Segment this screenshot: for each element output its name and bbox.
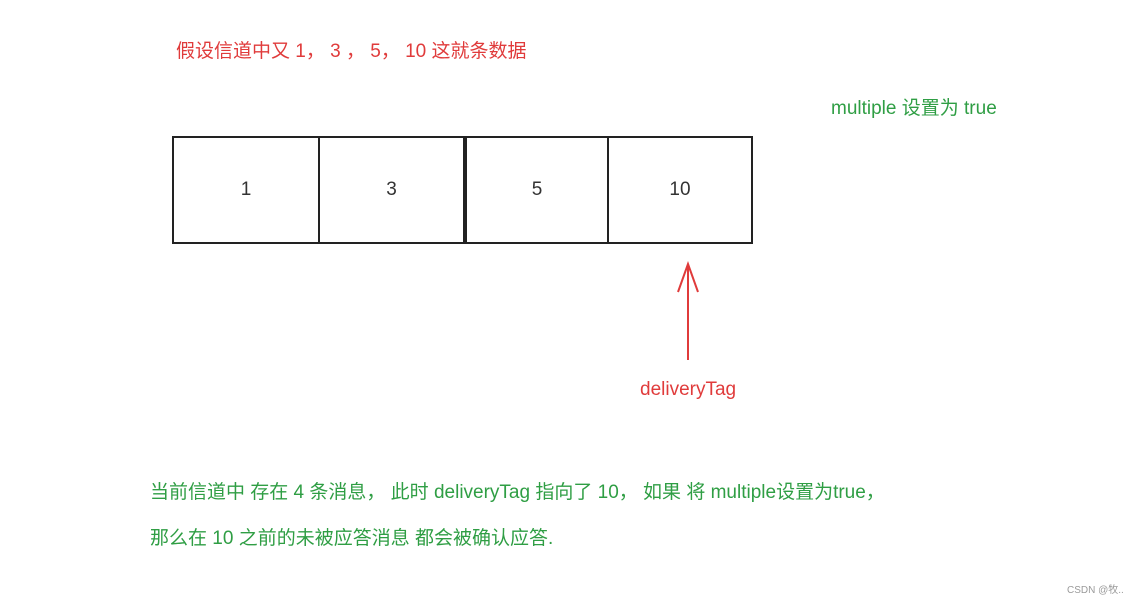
watermark: CSDN @牧.. <box>1067 585 1124 596</box>
up-arrow-icon <box>677 261 699 360</box>
explanation-line-1: 当前信道中 存在 4 条消息， 此时 deliveryTag 指向了 10， 如… <box>150 482 885 503</box>
multiple-note: multiple 设置为 true <box>831 98 997 119</box>
delivery-tag-label: deliveryTag <box>640 379 737 400</box>
explanation-line-2: 那么在 10 之前的未被应答消息 都会被确认应答. <box>150 528 554 549</box>
diagram-title: 假设信道中又 1， 3 ， 5， 10 这就条数据 <box>176 41 527 62</box>
message-cell: 3 <box>318 136 465 244</box>
message-cell: 5 <box>463 136 609 244</box>
message-cell: 1 <box>172 136 320 244</box>
message-cell: 10 <box>607 136 753 244</box>
message-queue: 1 3 5 10 <box>172 136 755 244</box>
